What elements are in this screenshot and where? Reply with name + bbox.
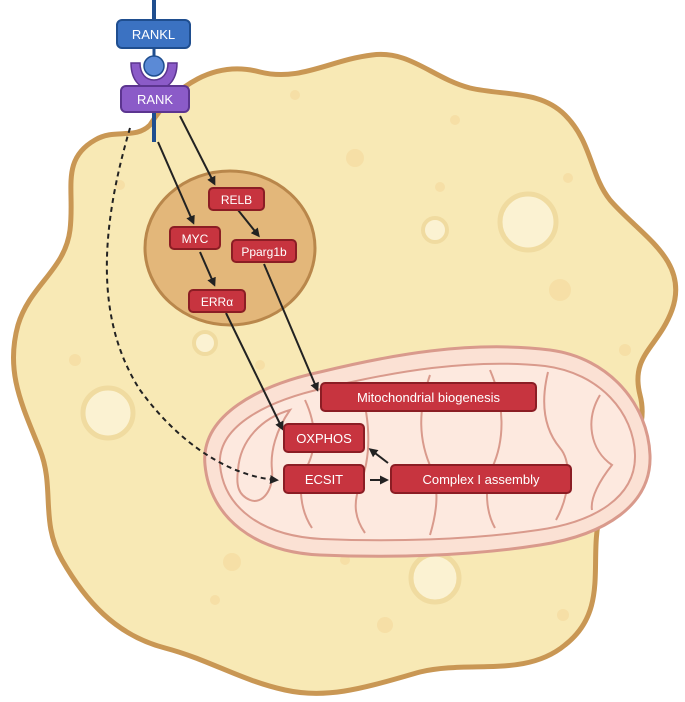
arrow-complex1-oxphos bbox=[368, 448, 389, 464]
pparg1b-label: Pparg1b bbox=[241, 245, 287, 259]
mito-biogenesis-label: Mitochondrial biogenesis bbox=[357, 390, 501, 405]
rankl-node: RANKL bbox=[116, 19, 191, 49]
erra-label: ERRα bbox=[201, 295, 233, 309]
rank-node: RANK bbox=[120, 85, 190, 113]
arrow-relb-pparg1b bbox=[237, 209, 260, 238]
ecsit-label: ECSIT bbox=[305, 472, 343, 487]
arrow-rank-ecsit-dashed bbox=[105, 127, 279, 484]
relb-node: RELB bbox=[208, 187, 265, 211]
pparg1b-node: Pparg1b bbox=[231, 239, 297, 263]
erra-node: ERRα bbox=[188, 289, 246, 313]
complex1-node: Complex I assembly bbox=[390, 464, 572, 494]
myc-label: MYC bbox=[182, 232, 209, 246]
arrow-myc-erra bbox=[199, 251, 216, 287]
arrow-rank-myc bbox=[157, 141, 195, 225]
mito-biogenesis-node: Mitochondrial biogenesis bbox=[320, 382, 537, 412]
ecsit-node: ECSIT bbox=[283, 464, 365, 494]
relb-label: RELB bbox=[221, 193, 252, 207]
myc-node: MYC bbox=[169, 226, 221, 250]
pathway-arrows bbox=[105, 115, 389, 485]
rankl-ligand-ball bbox=[143, 55, 165, 77]
rank-label: RANK bbox=[137, 92, 173, 107]
oxphos-node: OXPHOS bbox=[283, 423, 365, 453]
arrow-rank-relb bbox=[179, 115, 216, 186]
complex1-label: Complex I assembly bbox=[422, 472, 540, 487]
rankl-label: RANKL bbox=[132, 27, 175, 42]
arrow-erra-oxphos bbox=[225, 312, 284, 431]
arrow-pparg1b-mito-biogenesis bbox=[263, 263, 319, 392]
oxphos-label: OXPHOS bbox=[296, 431, 352, 446]
